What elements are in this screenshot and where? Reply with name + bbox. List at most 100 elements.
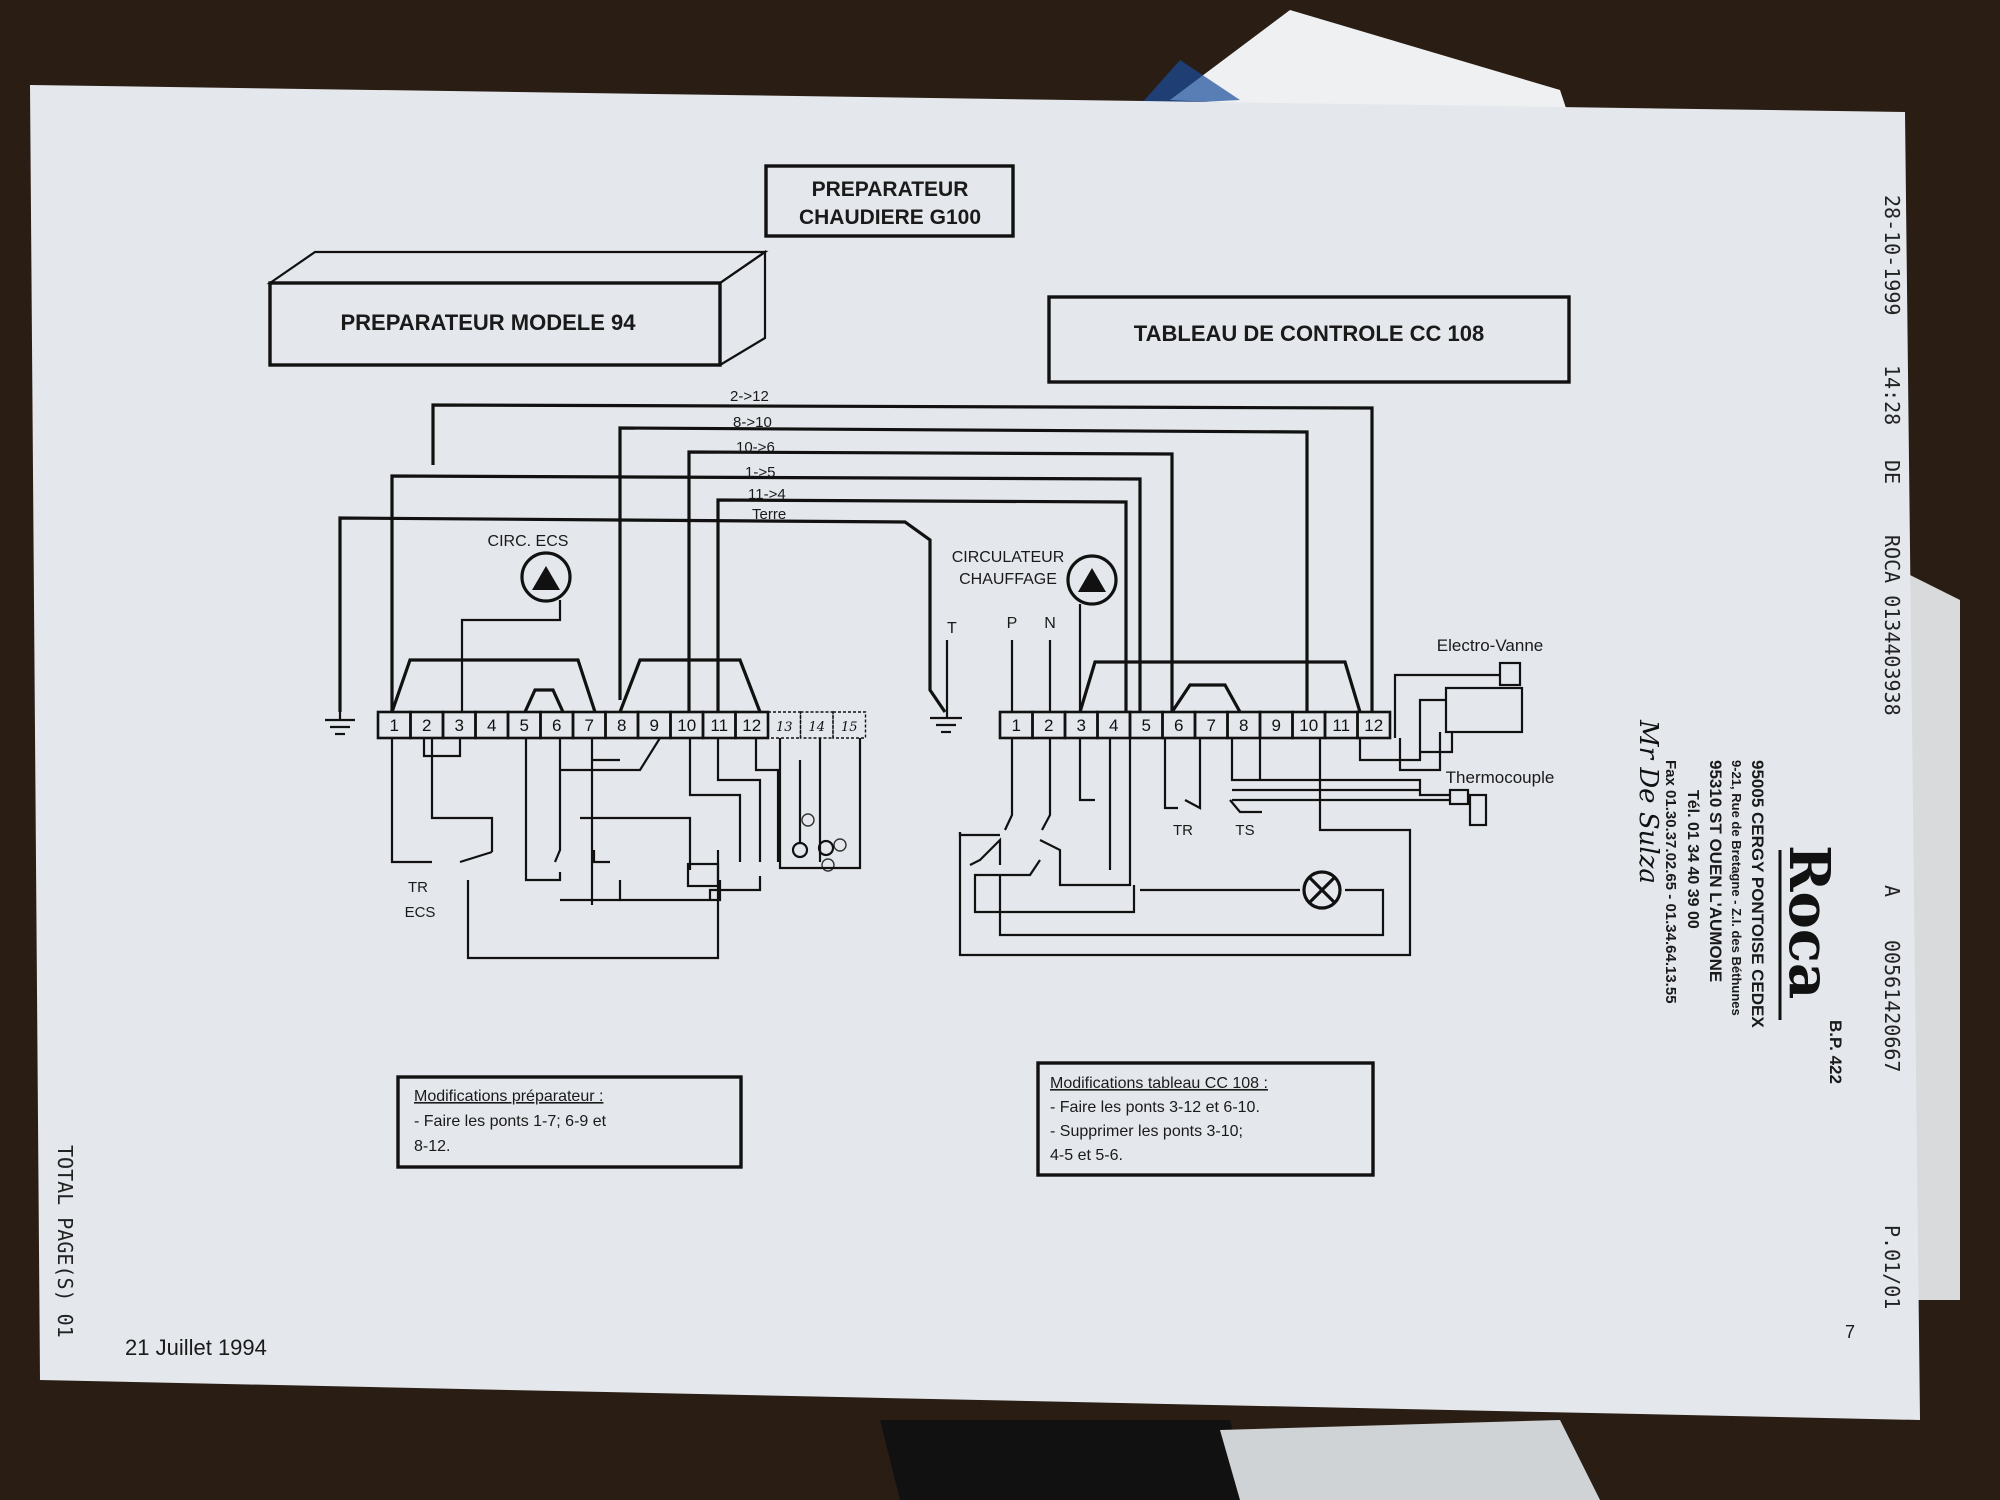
left-terminal-label-15: 15	[841, 720, 858, 735]
indicator-lamp-icon	[1302, 870, 1342, 910]
left-terminal-label-4: 4	[487, 716, 496, 735]
circulateur-chauffage-pump-icon	[1066, 554, 1118, 606]
wire-label-4: 1->5	[745, 464, 775, 481]
stamp-address-2: 9-21, Rue de Bretagne - Z.I. des Béthune…	[1729, 760, 1744, 1016]
stamp-address-1: 95005 CERGY PONTOISE CEDEX	[1748, 760, 1767, 1028]
p-label: P	[1007, 615, 1018, 632]
right-bridge-1	[1078, 660, 1362, 713]
fax-de: DE	[1880, 460, 1904, 484]
paper-sheet	[30, 85, 1920, 1420]
right-notes-line3: 4-5 et 5-6.	[1050, 1147, 1123, 1164]
left-terminal-14	[799, 711, 834, 739]
thermocouple-label: Thermocouple	[1446, 768, 1555, 787]
header-title-line2: CHAUDIERE G100	[799, 206, 981, 229]
right-title-box	[1047, 295, 1571, 384]
handwritten-connector-icon	[801, 813, 815, 827]
handwritten-connector-icon	[821, 858, 835, 872]
left-terminal-15	[832, 711, 867, 739]
left-terminal-label-8: 8	[617, 716, 626, 735]
left-terminal-label-2: 2	[422, 716, 431, 735]
left-terminal-label-7: 7	[585, 716, 594, 735]
roca-logo: Roca	[1776, 845, 1842, 999]
left-terminal-label-10: 10	[677, 716, 696, 735]
stamp-fax: Fax 01.30.37.02.65 - 01.34.64.13.55	[1662, 760, 1679, 1004]
right-terminal-label-7: 7	[1207, 716, 1216, 735]
right-terminal-label-12: 12	[1364, 716, 1383, 735]
right-notes-title: Modifications tableau CC 108 :	[1050, 1075, 1268, 1092]
circ-ecs-label: CIRC. ECS	[488, 533, 569, 550]
t-label: T	[947, 620, 957, 637]
circ-ecs-triangle-icon	[532, 566, 560, 590]
stamp-bp: B.P. 422	[1826, 1020, 1845, 1084]
right-terminal-label-2: 2	[1044, 716, 1053, 735]
left-bridge-3	[523, 688, 565, 713]
right-terminal-label-4: 4	[1109, 716, 1118, 735]
right-terminal-label-11: 11	[1332, 716, 1350, 735]
circulateur-label-1: CIRCULATEUR	[952, 549, 1065, 566]
wire-label-5: 11->4	[748, 486, 786, 503]
fax-header: 28-10-1999 14:28 DE ROCA 0134403938 A 00…	[1880, 195, 1904, 1309]
circulateur-label-2: CHAUFFAGE	[959, 571, 1057, 588]
wire-label-2: 8->10	[733, 414, 772, 431]
right-terminal-label-9: 9	[1272, 716, 1281, 735]
left-notes-line2: 8-12.	[414, 1138, 450, 1155]
right-terminal-label-3: 3	[1077, 716, 1086, 735]
left-terminal-label-9: 9	[650, 716, 659, 735]
right-panel-title: TABLEAU DE CONTROLE CC 108	[1134, 321, 1484, 346]
circ-ecs-pump-icon	[520, 551, 572, 603]
left-bridge-2	[618, 658, 762, 713]
circ-ecs-wire	[460, 600, 562, 712]
left-terminal-label-5: 5	[520, 716, 529, 735]
background-device	[880, 1420, 1250, 1500]
right-notes-line1: - Faire les ponts 3-12 et 6-10.	[1050, 1099, 1260, 1116]
header-title-line1: PREPARATEUR	[812, 178, 969, 201]
handwritten-signature: Mr De Sulza	[1633, 719, 1663, 884]
right-ts-label: TS	[1235, 822, 1254, 839]
background-sheet	[1220, 1420, 1600, 1500]
right-notes-box	[1036, 1061, 1375, 1177]
fax-page: P.01/01	[1880, 1225, 1904, 1309]
right-bridge-2	[1170, 683, 1242, 713]
tr-ts-switches	[1163, 738, 1262, 814]
left-bridge-1	[390, 658, 597, 713]
circulateur-chauffage-triangle-icon	[1078, 568, 1106, 592]
left-notes-title: Modifications préparateur :	[414, 1088, 603, 1105]
left-terminal-label-14: 14	[808, 720, 825, 735]
left-terminal-label-12: 12	[742, 716, 761, 735]
right-ground-icon	[930, 716, 962, 734]
fax-time: 14:28	[1880, 365, 1904, 425]
right-terminal-label-8: 8	[1239, 716, 1248, 735]
wire-label-1: 2->12	[730, 388, 769, 405]
wire-label-6: Terre	[752, 506, 786, 523]
footer-page-mark: 7	[1845, 1322, 1855, 1342]
roca-stamp: Roca B.P. 422 95005 CERGY PONTOISE CEDEX…	[1633, 719, 1845, 1084]
right-terminal-label-6: 6	[1174, 716, 1183, 735]
left-notes-line1: - Faire les ponts 1-7; 6-9 et	[414, 1113, 607, 1130]
right-terminal-label-5: 5	[1142, 716, 1151, 735]
left-terminal-label-11: 11	[710, 716, 728, 735]
left-panel-title: PREPARATEUR MODELE 94	[340, 310, 636, 335]
right-lower-circuit	[958, 738, 1385, 937]
left-terminal-13	[767, 711, 802, 739]
left-tr-label: TR	[408, 879, 428, 896]
thermocouple-icon	[958, 738, 1488, 957]
left-terminal-label-6: 6	[552, 716, 561, 735]
left-terminal-12	[734, 710, 770, 740]
footer-date: 21 Juillet 1994	[125, 1335, 267, 1360]
stamp-address-3: 95310 ST OUEN L'AUMONE	[1706, 760, 1725, 982]
n-label: N	[1044, 615, 1056, 632]
left-ground-icon	[325, 718, 355, 736]
right-terminal-label-1: 1	[1012, 716, 1021, 735]
fax-total-pages: TOTAL PAGE(S) 01	[53, 1145, 77, 1338]
fax-a: A	[1880, 885, 1904, 897]
background-paper	[1170, 10, 1570, 120]
header-title-box	[764, 164, 1015, 238]
stamp-phone: Tél. 01 34 40 39 00	[1684, 790, 1701, 929]
left-terminal-label-1: 1	[390, 716, 399, 735]
right-terminal-label-10: 10	[1299, 716, 1318, 735]
right-terminal-12	[1356, 710, 1392, 740]
left-title-box	[268, 281, 722, 367]
